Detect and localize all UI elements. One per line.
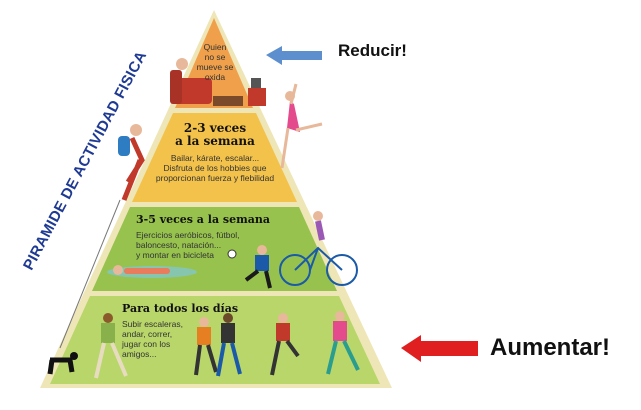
tier-second-desc-line: Disfruta de los hobbies que [163,163,267,173]
increase-label: Aumentar! [490,334,611,361]
tier-base-heading: Para todos los días [122,302,239,315]
dancer-illustration [280,83,323,169]
tier-top-text: Quien no se mueve se oxida [188,42,242,82]
tier-top-desc-line: oxida [204,72,226,82]
tier-top-desc-line: Quien [203,42,227,52]
tier-second-desc-line: Bailar, kárate, escalar... [170,153,260,163]
kids-running-illustration [194,311,360,377]
arrow-left-icon [266,46,322,65]
tier-second-text: 2-3 veces a la semana Bailar, kárate, es… [150,121,280,184]
tier-third-text: 3-5 veces a la semana Ejercicios aeróbic… [136,213,306,260]
soccer-player-illustration [227,245,272,289]
tier-second-heading: a la semana [175,134,255,148]
tier-second-fill [132,113,297,202]
tier-third-heading: 3-5 veces a la semana [136,213,270,226]
tier-base-desc-line: Subir escaleras, [122,319,183,329]
tier-base-desc-line: amigos... [122,349,157,359]
walker-dog-illustration [47,313,128,379]
tier-top-desc-line: no se [204,52,226,62]
climber-illustration [59,124,145,349]
swimmer-illustration [107,265,197,278]
tier-base-fill [50,296,380,384]
tier-base-desc-line: jugar con los [122,339,171,349]
tier-third-desc-line: Ejercicios aeróbicos, fútbol, [136,230,240,240]
tier-third-desc-line: y montar en bicicleta [136,250,214,260]
tier-base-desc-line: andar, correr, [122,329,173,339]
tier-base-text: Para todos los días Subir escaleras, and… [122,302,262,359]
cyclist-illustration [279,211,358,286]
tier-top-desc-line: mueve se [196,62,234,72]
tier-second-desc-line: proporcionan fuerza y flebilidad [155,173,275,183]
couch-person-illustration [170,58,266,106]
tier-second-heading: 2-3 veces [183,121,247,135]
tier-third-desc-line: baloncesto, natación... [136,240,222,250]
reduce-label: Reducir! [338,41,407,60]
arrow-left-icon [401,335,478,362]
